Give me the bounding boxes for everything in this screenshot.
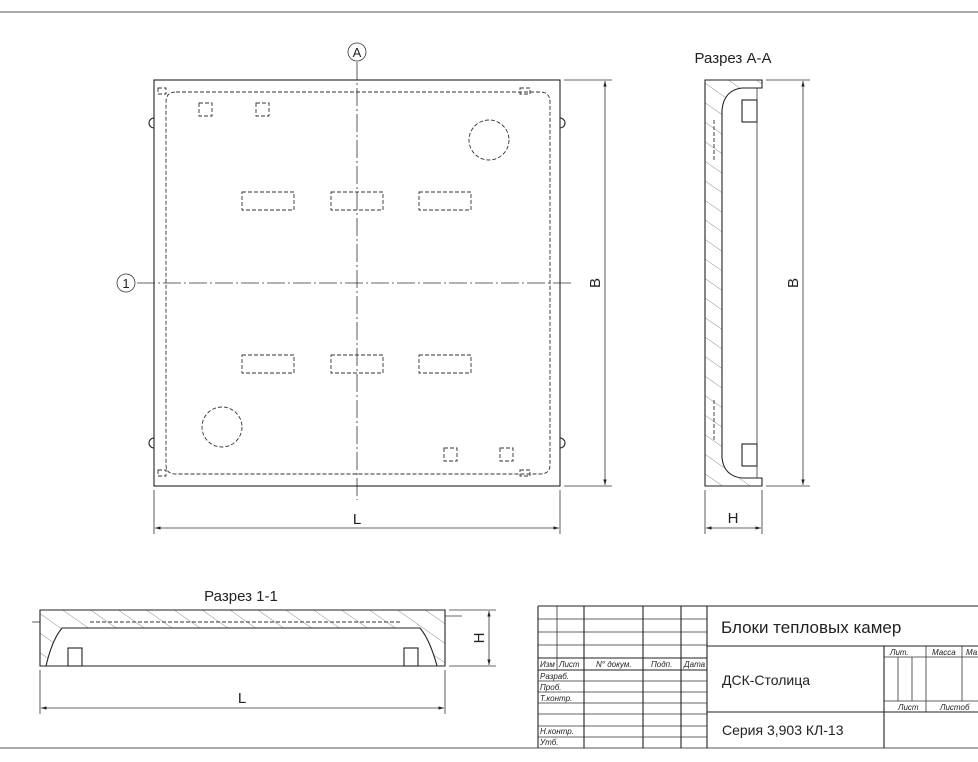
embedded-part bbox=[443, 447, 458, 462]
section-aa-ledge bbox=[741, 99, 758, 123]
embedded-part bbox=[499, 447, 514, 462]
section-aa-hatch bbox=[704, 79, 763, 487]
tb-role-approved: Утб. bbox=[539, 738, 559, 747]
lifting-lug bbox=[559, 117, 566, 129]
section-11-dim-height: H bbox=[471, 633, 488, 644]
section-11-hatch bbox=[39, 609, 446, 667]
section-11-ledge bbox=[403, 647, 419, 667]
tb-sheet: Лист bbox=[897, 703, 919, 712]
axis-1-label: 1 bbox=[122, 276, 129, 291]
tb-header-izm: Изм bbox=[540, 660, 555, 669]
section-aa-dim-width: B bbox=[785, 278, 802, 288]
tb-lit: Лит. bbox=[889, 648, 909, 657]
section-aa-ledge bbox=[741, 443, 758, 467]
round-opening bbox=[468, 119, 510, 161]
tb-header-list: Лист bbox=[558, 660, 580, 669]
axis-a-bubble bbox=[347, 42, 367, 62]
tb-name: Блоки тепловых камер bbox=[721, 618, 901, 637]
tb-scale: Ма bbox=[966, 648, 978, 657]
corner-notch bbox=[157, 87, 167, 95]
slot bbox=[418, 191, 472, 211]
corner-notch bbox=[157, 469, 167, 477]
plan-view: A 1 L B bbox=[116, 42, 612, 534]
tb-role-tcontrol: Т.контр. bbox=[540, 694, 572, 703]
axis-1-bubble bbox=[116, 273, 136, 293]
tb-role-checker: Проб. bbox=[540, 683, 561, 692]
round-opening bbox=[201, 406, 243, 448]
embedded-part bbox=[198, 102, 213, 117]
plan-inner-dashed bbox=[165, 91, 551, 475]
section-11-title: Разрез 1-1 bbox=[204, 588, 278, 605]
title-block: Изм Лист N° докум. Подп. Дата Разраб. Пр… bbox=[537, 605, 978, 748]
plan-dim-length: L bbox=[353, 511, 361, 528]
section-11-view: Разрез 1-1 L H bbox=[32, 588, 496, 714]
lifting-lug bbox=[559, 437, 566, 449]
tb-header-doc: N° докум. bbox=[596, 660, 632, 669]
lifting-lug bbox=[148, 437, 155, 449]
slot bbox=[241, 191, 295, 211]
tb-mass: Масса bbox=[932, 648, 956, 657]
plan-dim-width: B bbox=[587, 278, 604, 288]
section-aa-title: Разрез А-А bbox=[695, 50, 772, 67]
section-aa-view: Разрез А-А B H bbox=[695, 50, 810, 534]
slot bbox=[418, 354, 472, 374]
section-11-ledge bbox=[67, 647, 83, 667]
tb-series: Серия 3,903 КЛ-13 bbox=[722, 722, 844, 738]
tb-role-developer: Разраб. bbox=[540, 672, 569, 681]
tb-sheets: Листоб bbox=[939, 703, 970, 712]
corner-notch bbox=[519, 469, 531, 477]
section-aa-dim-height: H bbox=[728, 510, 739, 527]
tb-organization: ДСК-Столица bbox=[722, 672, 810, 688]
tb-role-ncontrol: Н.контр. bbox=[540, 727, 574, 736]
section-11-dim-length: L bbox=[238, 690, 246, 707]
corner-notch bbox=[519, 87, 531, 95]
tb-header-date: Дата bbox=[683, 660, 706, 669]
embedded-part bbox=[255, 102, 270, 117]
slot bbox=[241, 354, 295, 374]
tb-header-sign: Подп. bbox=[651, 660, 672, 669]
axis-a-label: A bbox=[353, 45, 362, 60]
lifting-lug bbox=[148, 117, 155, 129]
